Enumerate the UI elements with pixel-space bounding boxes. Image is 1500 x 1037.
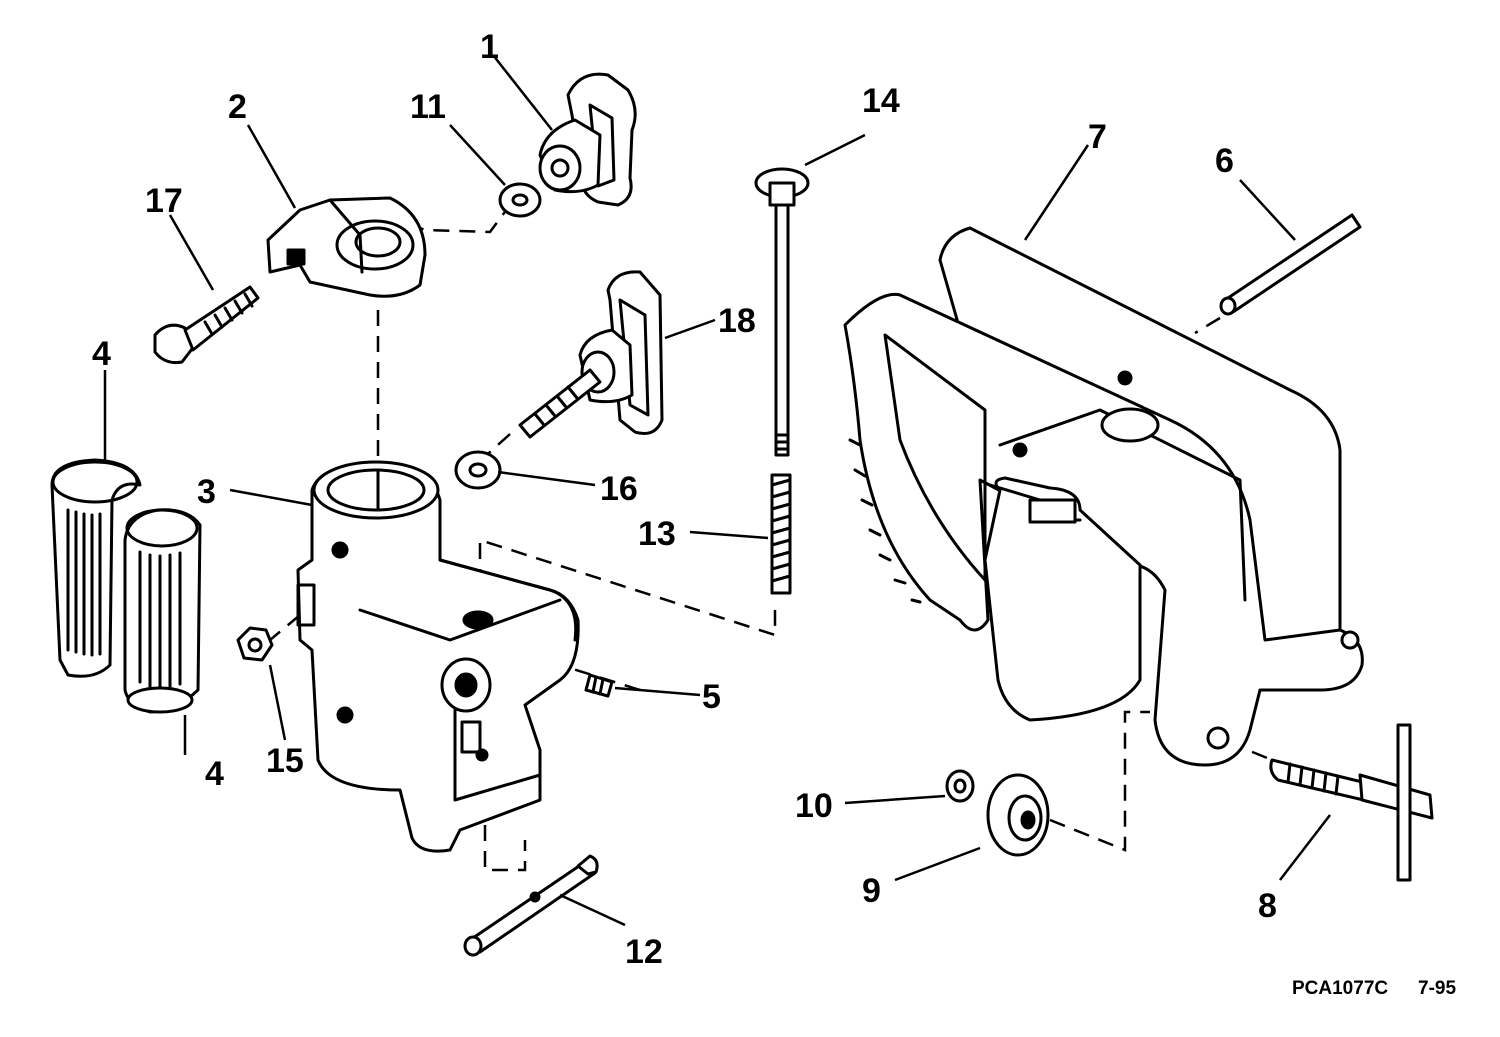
callout-1: 1 bbox=[480, 28, 499, 66]
callout-6: 6 bbox=[1215, 142, 1234, 180]
part-12-pin bbox=[463, 854, 599, 957]
callout-5: 5 bbox=[702, 678, 721, 716]
part-4-bushing-right bbox=[123, 508, 202, 714]
part-code-label: PCA1077C bbox=[1292, 978, 1388, 999]
callout-4-bottom: 4 bbox=[205, 755, 224, 793]
callout-12: 12 bbox=[625, 933, 663, 971]
part-9-pad-washer bbox=[986, 773, 1050, 857]
footer-reference: PCA1077C 7-95 bbox=[1292, 978, 1456, 999]
date-code-label: 7-95 bbox=[1418, 978, 1456, 999]
callout-10: 10 bbox=[795, 787, 833, 825]
callout-4-top: 4 bbox=[92, 335, 111, 373]
part-7-stern-bracket bbox=[843, 226, 1364, 767]
part-2-clamp-ring bbox=[266, 196, 427, 298]
callout-13: 13 bbox=[638, 515, 676, 553]
callout-numbers: 1 2 3 4 4 5 6 7 8 9 10 11 12 13 14 15 16… bbox=[92, 28, 1277, 971]
callout-18: 18 bbox=[718, 302, 756, 340]
callout-15: 15 bbox=[266, 742, 304, 780]
part-1-t-handle-knob bbox=[538, 72, 637, 207]
callout-14: 14 bbox=[862, 82, 900, 120]
part-8-clamp-screw bbox=[1269, 723, 1434, 882]
part-6-pin-rod bbox=[1219, 213, 1362, 316]
callout-7: 7 bbox=[1088, 118, 1107, 156]
callout-17: 17 bbox=[145, 182, 183, 220]
part-10-lock-washer bbox=[945, 769, 975, 803]
callout-8: 8 bbox=[1258, 887, 1277, 925]
part-11-washer bbox=[498, 182, 542, 218]
part-17-bolt bbox=[153, 285, 260, 364]
leader-lines bbox=[103, 54, 1331, 927]
callout-16: 16 bbox=[600, 470, 638, 508]
callout-3: 3 bbox=[197, 473, 216, 511]
part-13-spring bbox=[770, 473, 792, 595]
part-4-bushing-left bbox=[50, 458, 142, 678]
part-16-washer bbox=[454, 450, 502, 490]
callout-9: 9 bbox=[862, 872, 881, 910]
part-14-rod bbox=[754, 167, 810, 457]
part-18-t-handle-screw bbox=[518, 270, 664, 439]
part-5-set-screw bbox=[584, 673, 614, 698]
part-15-hex-nut bbox=[236, 626, 274, 662]
callout-11: 11 bbox=[410, 88, 446, 126]
callout-2: 2 bbox=[228, 88, 247, 126]
part-3-main-bracket bbox=[296, 460, 580, 853]
